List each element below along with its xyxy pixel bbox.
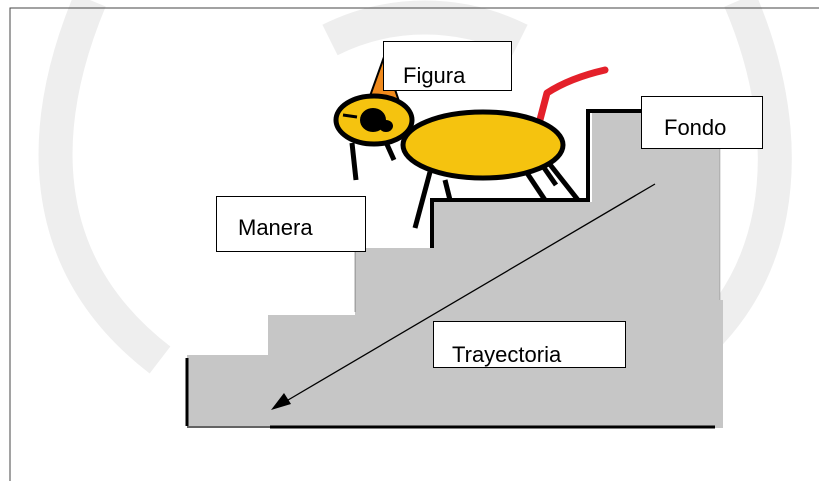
arrow-icon <box>271 183 656 410</box>
label-fondo-text: Fondo <box>664 115 727 140</box>
page-border <box>9 7 819 481</box>
label-figura: Figura <box>383 41 512 91</box>
cat-icon <box>333 53 609 229</box>
label-figura-text: Figura <box>403 63 466 88</box>
label-fondo: Fondo <box>641 96 763 149</box>
label-trayectoria-text: Trayectoria <box>452 342 562 367</box>
label-manera-text: Manera <box>238 215 313 240</box>
label-trayectoria: Trayectoria <box>433 321 626 368</box>
label-manera: Manera <box>216 196 366 252</box>
